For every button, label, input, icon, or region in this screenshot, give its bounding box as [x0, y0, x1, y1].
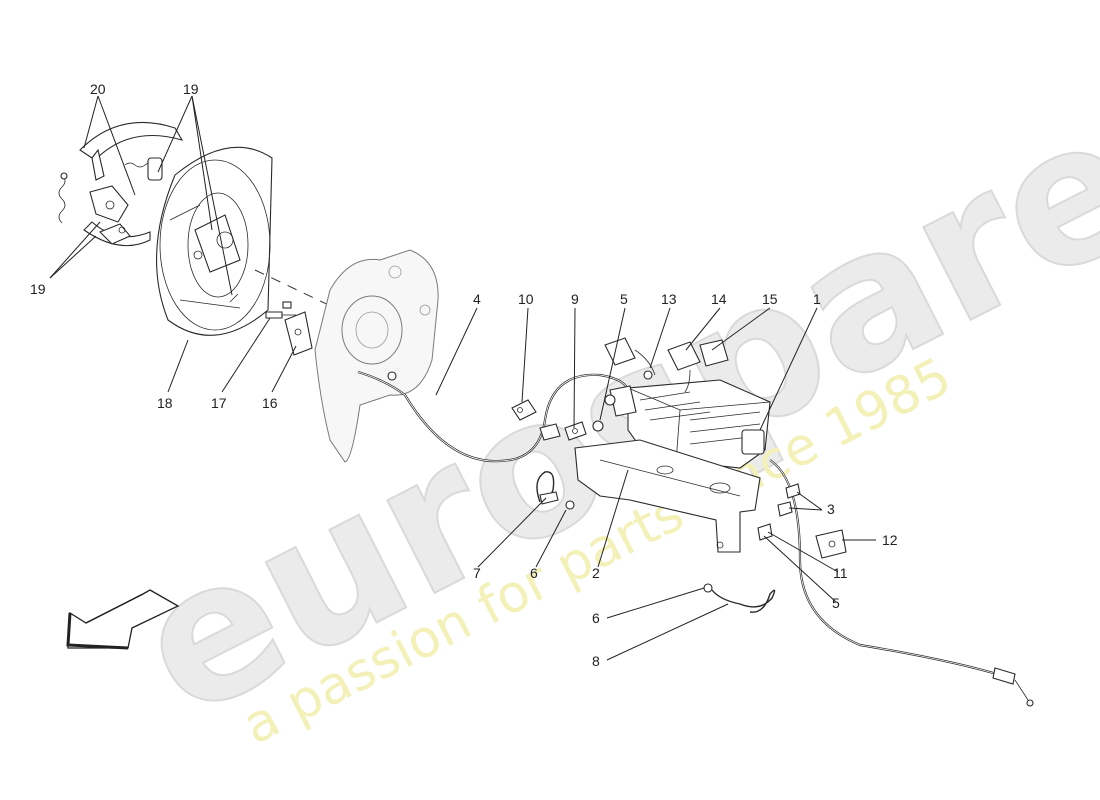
- callout-9: 9: [571, 291, 579, 307]
- mounting-bracket: [574, 439, 761, 553]
- callout-19-top: 19: [183, 81, 199, 97]
- wire-clip-7: [536, 471, 575, 510]
- brake-backing-plate: [156, 146, 273, 336]
- callout-5-bottom: 5: [832, 595, 840, 611]
- callout-6-mid: 6: [530, 565, 538, 581]
- brake-shoe-assembly: [58, 121, 184, 247]
- cable-clips: [511, 399, 604, 441]
- callout-19-left: 19: [30, 281, 46, 297]
- leader-lines: [49, 95, 876, 661]
- callout-14: 14: [711, 291, 727, 307]
- front-direction-arrow-icon: [66, 589, 180, 650]
- hub-carrier: [314, 249, 439, 463]
- callout-3: 3: [827, 501, 835, 517]
- callout-labels: 20 19 19 18 17 16 4 10 9 5 13 14 15 1 3 …: [30, 81, 898, 669]
- wire-loop-8: [703, 583, 776, 613]
- callout-17: 17: [211, 395, 227, 411]
- callout-15: 15: [762, 291, 778, 307]
- parking-brake-actuator: [604, 370, 771, 469]
- callout-5-top: 5: [620, 291, 628, 307]
- callout-13: 13: [661, 291, 677, 307]
- callout-8: 8: [592, 653, 600, 669]
- callout-20: 20: [90, 81, 106, 97]
- callout-2: 2: [592, 565, 600, 581]
- callout-7: 7: [473, 565, 481, 581]
- callout-16: 16: [262, 395, 278, 411]
- callout-11: 11: [833, 565, 848, 581]
- callout-1: 1: [813, 291, 821, 307]
- callout-18: 18: [157, 395, 173, 411]
- watermark: eurospares a passion for parts since 198…: [104, 17, 1100, 761]
- callout-4: 4: [473, 291, 481, 307]
- callout-6-bottom: 6: [592, 610, 600, 626]
- fasteners-right: [757, 483, 847, 559]
- callout-12: 12: [882, 532, 898, 548]
- callout-10: 10: [518, 291, 534, 307]
- bolt-and-bracket: [265, 301, 313, 356]
- alignment-line: [254, 269, 336, 309]
- wiring-connectors: [604, 337, 729, 393]
